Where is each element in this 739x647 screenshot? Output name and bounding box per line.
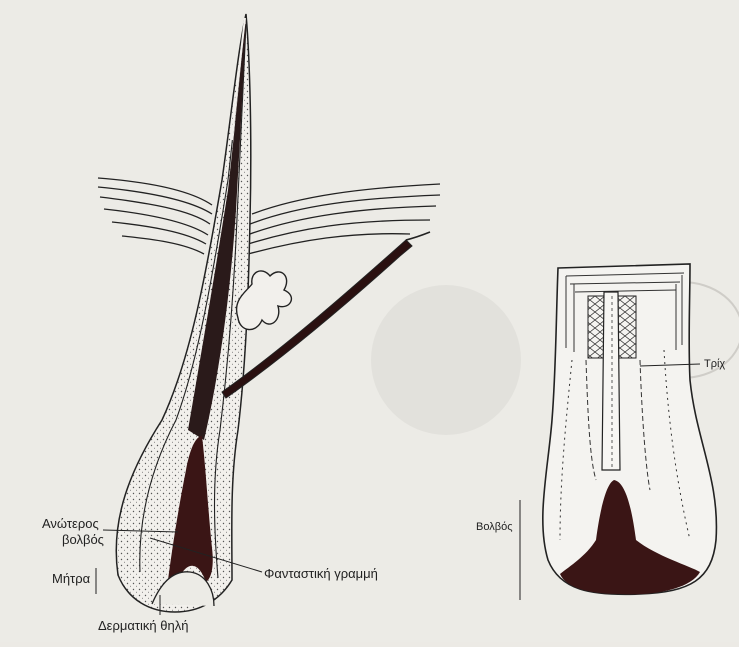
hair-label: Τρίχ	[704, 357, 725, 372]
upper-bulb-label-line2: βολβός	[62, 532, 104, 547]
dermal-papilla-label: Δερματική θηλή	[98, 618, 188, 633]
matrix-label: Μήτρα	[52, 571, 90, 586]
upper-bulb-label-line1: Ανώτερος	[42, 516, 99, 531]
bulb-label: Βολβός	[476, 520, 513, 535]
imaginary-line-label: Φανταστική γραμμή	[264, 566, 378, 581]
background-blot	[371, 285, 521, 435]
